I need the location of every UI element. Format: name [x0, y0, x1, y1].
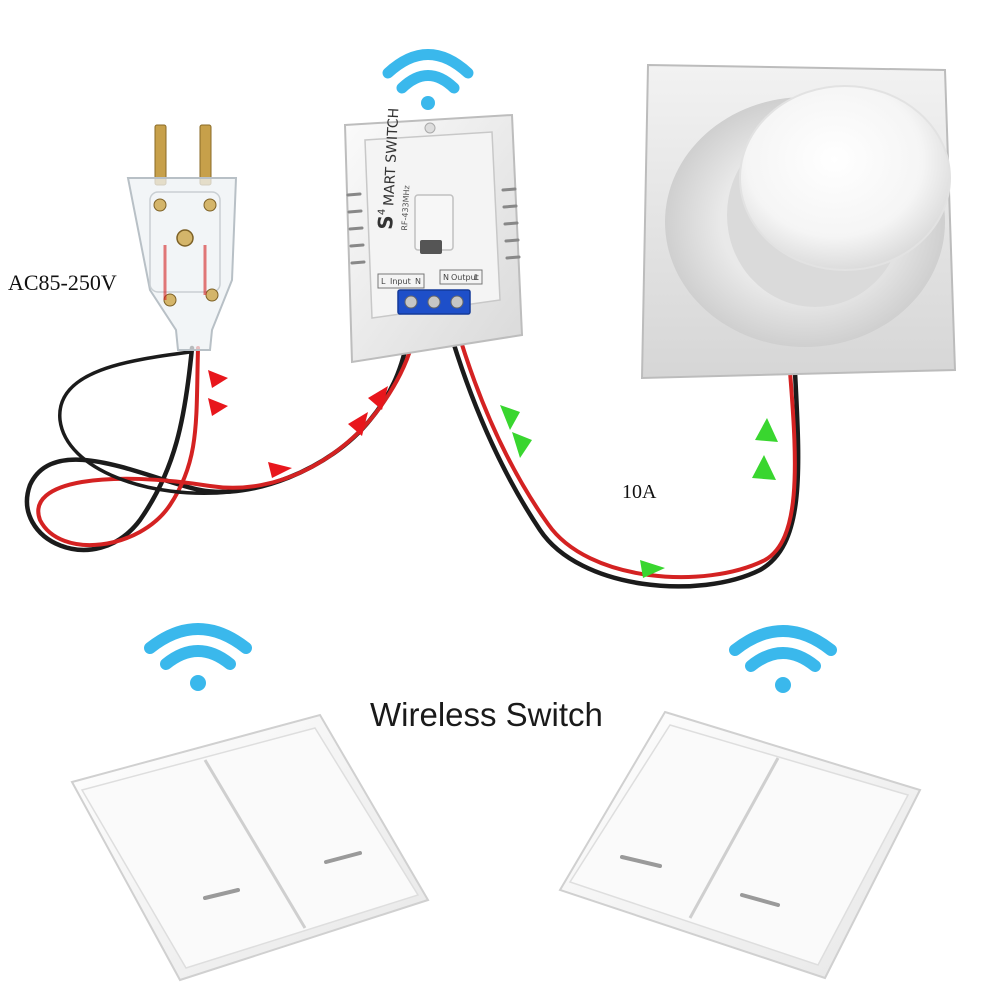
arrow-icon [512, 432, 532, 458]
arrow-icon [500, 405, 520, 430]
power-plug [126, 124, 238, 351]
arrow-icon [640, 560, 665, 578]
module-brand-letter: S [373, 215, 398, 231]
output-flow-arrows [500, 405, 778, 578]
terminal-l-label: L [381, 277, 386, 286]
output-label: Output [451, 273, 479, 282]
wifi-icon [144, 623, 252, 691]
page-title: Wireless Switch [370, 696, 603, 733]
wifi-icon [382, 49, 474, 110]
arrow-icon [208, 370, 228, 388]
arrow-icon [208, 398, 228, 416]
terminal-n-label: N [443, 273, 449, 282]
wifi-icon [729, 625, 837, 693]
terminal-l-label: L [474, 273, 479, 282]
svg-text:S4MART SWITCH: S4 MART SWITCH [373, 107, 403, 230]
module-brand-superscript: 4 [377, 208, 388, 215]
input-label: Input [390, 277, 411, 286]
module-terminal-labels: L Input N N Output L [377, 269, 483, 289]
wireless-switch-left [70, 713, 430, 982]
module-model: RF-433MHz [400, 185, 411, 231]
module-product-name: MART SWITCH [381, 107, 402, 206]
current-label: 10A [622, 481, 657, 503]
arrow-icon [752, 455, 776, 480]
input-flow-arrows [208, 370, 388, 478]
arrow-icon [755, 418, 778, 442]
input-cable [24, 322, 418, 553]
wireless-switch-right [558, 710, 922, 980]
arrow-icon [368, 386, 388, 410]
module-label: S4 MART SWITCH RF-433MHz [373, 107, 411, 231]
smart-switch-module [343, 113, 524, 364]
lamp-fixture [640, 63, 957, 380]
arrow-icon [268, 462, 292, 478]
terminal-n-label: N [415, 277, 421, 286]
voltage-label: AC85-250V [8, 270, 117, 295]
arrow-icon [348, 412, 368, 436]
